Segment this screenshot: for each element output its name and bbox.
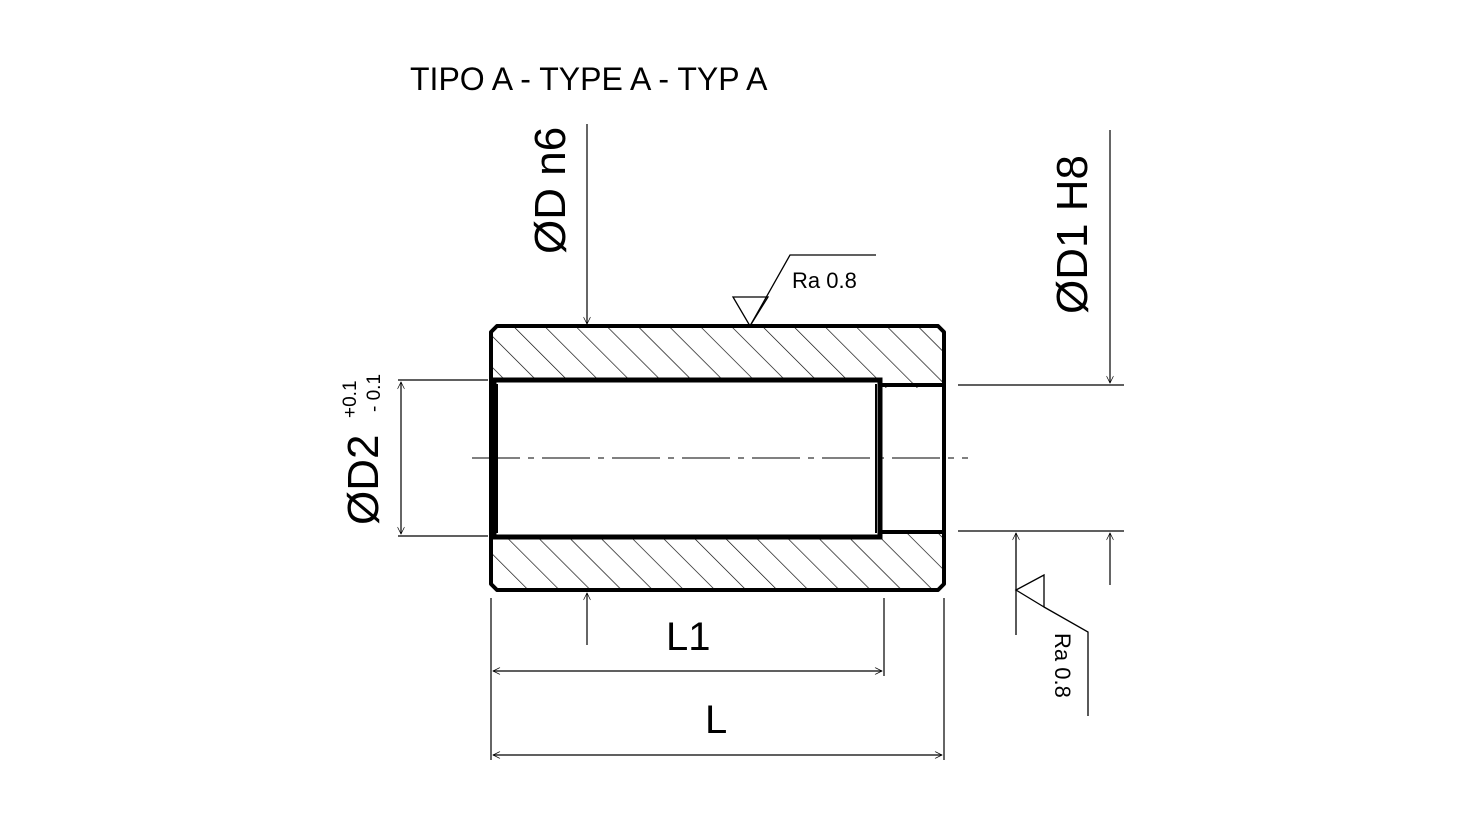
bore-diameter-label: ØD1 H8	[1048, 155, 1097, 314]
partial-length-dimension: L1	[493, 615, 882, 671]
partial-length-label: L1	[666, 615, 711, 659]
bore-diameter-dimension: ØD1 H8	[958, 130, 1124, 585]
roughness-label-bore: Ra 0.8	[1050, 633, 1075, 698]
outer-diameter-label: ØD n6	[526, 127, 575, 254]
inner-diameter-tolerance-upper: +0.1	[340, 380, 361, 418]
inner-diameter-dimension: ØD2 +0.1 - 0.1	[339, 374, 488, 537]
total-length-dimension: L	[493, 698, 942, 755]
length-extension-lines	[490, 598, 945, 760]
inner-diameter-label: ØD2	[339, 435, 388, 525]
inner-diameter-tolerance-lower: - 0.1	[364, 374, 385, 412]
total-length-label: L	[705, 698, 727, 742]
part-outline	[489, 324, 946, 592]
roughness-symbol-outer	[731, 254, 876, 328]
roughness-symbol-bore	[1016, 533, 1089, 716]
outer-diameter-dimension: ØD n6	[526, 124, 587, 645]
section-hatching	[492, 328, 944, 589]
drawing-title: TIPO A - TYPE A - TYP A	[410, 61, 768, 97]
roughness-label-outer: Ra 0.8	[792, 268, 857, 293]
